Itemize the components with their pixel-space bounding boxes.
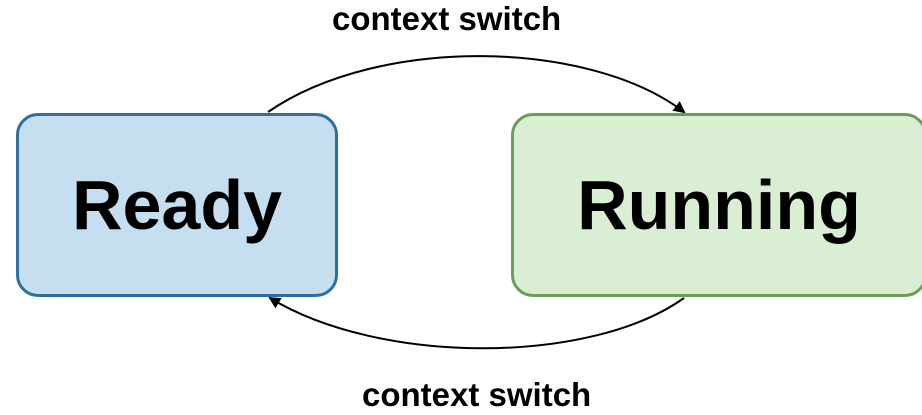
transition-label-top: context switch [332,0,562,37]
state-running: Running [511,113,922,297]
state-ready-label: Ready [71,166,283,244]
transition-label-bottom: context switch [362,376,592,413]
transition-arrow-running-to-ready [268,296,685,350]
state-running-label: Running [577,166,861,244]
state-ready: Ready [16,113,338,297]
transition-arrow-ready-to-running [267,55,686,114]
